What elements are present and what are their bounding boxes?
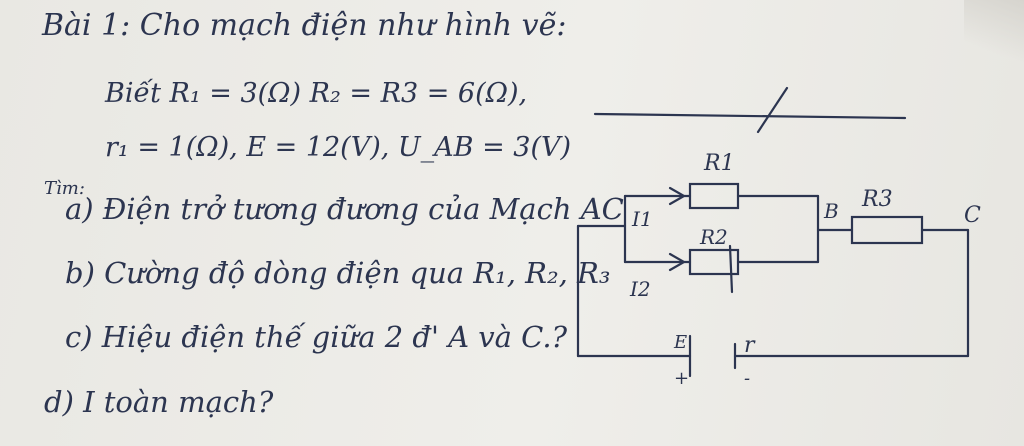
- r2-mark: [728, 244, 734, 294]
- question-c: c) Hiệu điện thế giữa 2 đ' A và C.?: [65, 320, 568, 354]
- resistor-r1: [688, 182, 740, 210]
- label-r1: R1: [703, 151, 735, 176]
- sketch-slash: [756, 86, 789, 134]
- paper-fold-shadow: [964, 0, 1024, 70]
- label-r3: R3: [861, 187, 893, 212]
- label-r2: R2: [699, 225, 728, 249]
- given-values-line-1: Biết R₁ = 3(Ω) R₂ = R3 = 6(Ω),: [105, 78, 528, 109]
- label-internal-r: r: [744, 333, 756, 358]
- question-d: d) I toàn mạch?: [44, 385, 274, 419]
- label-node-c: C: [964, 203, 981, 228]
- question-a: a) Điện trở tương đương của Mạch AC: [65, 192, 624, 226]
- label-i1: I1: [631, 207, 653, 231]
- sketch-line: [593, 112, 907, 120]
- current-arrow-i2: [668, 252, 687, 272]
- find-label: Tìm:: [44, 178, 85, 199]
- problem-title: Bài 1: Cho mạch điện như hình vẽ:: [42, 8, 567, 43]
- resistor-r3: [850, 215, 924, 245]
- current-arrow-i1: [668, 186, 687, 206]
- label-plus: +: [674, 368, 689, 389]
- label-i2: I2: [629, 277, 651, 301]
- given-values-line-2: r₁ = 1(Ω), E = 12(V), U_AB = 3(V): [105, 132, 572, 163]
- label-emf: E: [673, 332, 687, 353]
- question-b: b) Cường độ dòng điện qua R₁, R₂, R₃: [65, 256, 611, 290]
- label-minus: -: [744, 368, 750, 389]
- label-node-b: B: [823, 199, 839, 223]
